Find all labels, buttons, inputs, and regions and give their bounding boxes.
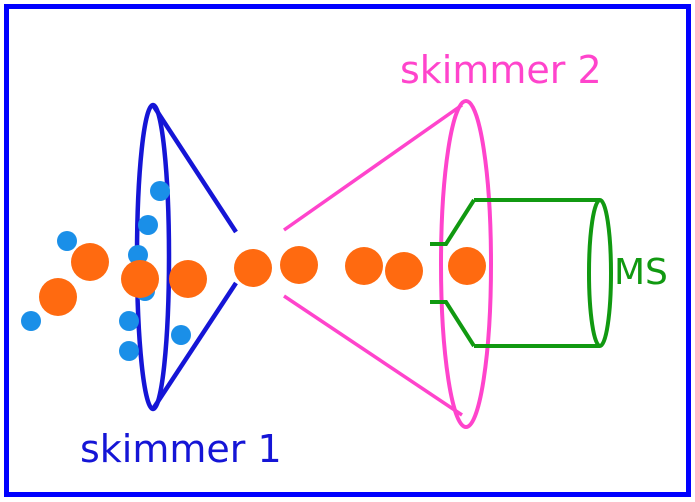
skimmer-2-rim — [439, 99, 493, 429]
large-particle — [121, 260, 159, 298]
skimmer-2-label: skimmer 2 — [400, 48, 602, 92]
large-particle — [385, 252, 423, 290]
skimmer-1-label: skimmer 1 — [80, 427, 282, 471]
large-particles — [39, 243, 486, 316]
small-particle — [138, 215, 158, 235]
large-particle — [280, 246, 318, 284]
large-particle — [234, 249, 272, 287]
ms-label: MS — [614, 252, 668, 293]
small-particle — [119, 311, 139, 331]
small-particle — [150, 181, 170, 201]
skimmer-1 — [134, 102, 238, 412]
skimmer-2-cone-bottom — [283, 294, 463, 417]
skimmer-2-cone-top — [282, 103, 464, 232]
large-particle — [448, 247, 486, 285]
large-particle — [39, 278, 77, 316]
ms-inlet-bottom — [430, 300, 476, 348]
frame-border — [4, 4, 691, 497]
skimmer-1-cone-bottom — [151, 281, 238, 411]
ms-aperture — [587, 198, 613, 348]
small-particle — [171, 325, 191, 345]
small-particle — [21, 311, 41, 331]
large-particle — [345, 247, 383, 285]
small-particle — [119, 341, 139, 361]
small-particle — [57, 231, 77, 251]
ms-inlet-top — [430, 198, 476, 246]
large-particle — [71, 243, 109, 281]
small-particles — [21, 181, 191, 361]
mass-spectrometer — [430, 198, 613, 348]
skimmer-2 — [282, 99, 493, 429]
skimmer-1-cone-top — [151, 103, 238, 234]
large-particle — [169, 260, 207, 298]
small-particle — [128, 245, 148, 265]
